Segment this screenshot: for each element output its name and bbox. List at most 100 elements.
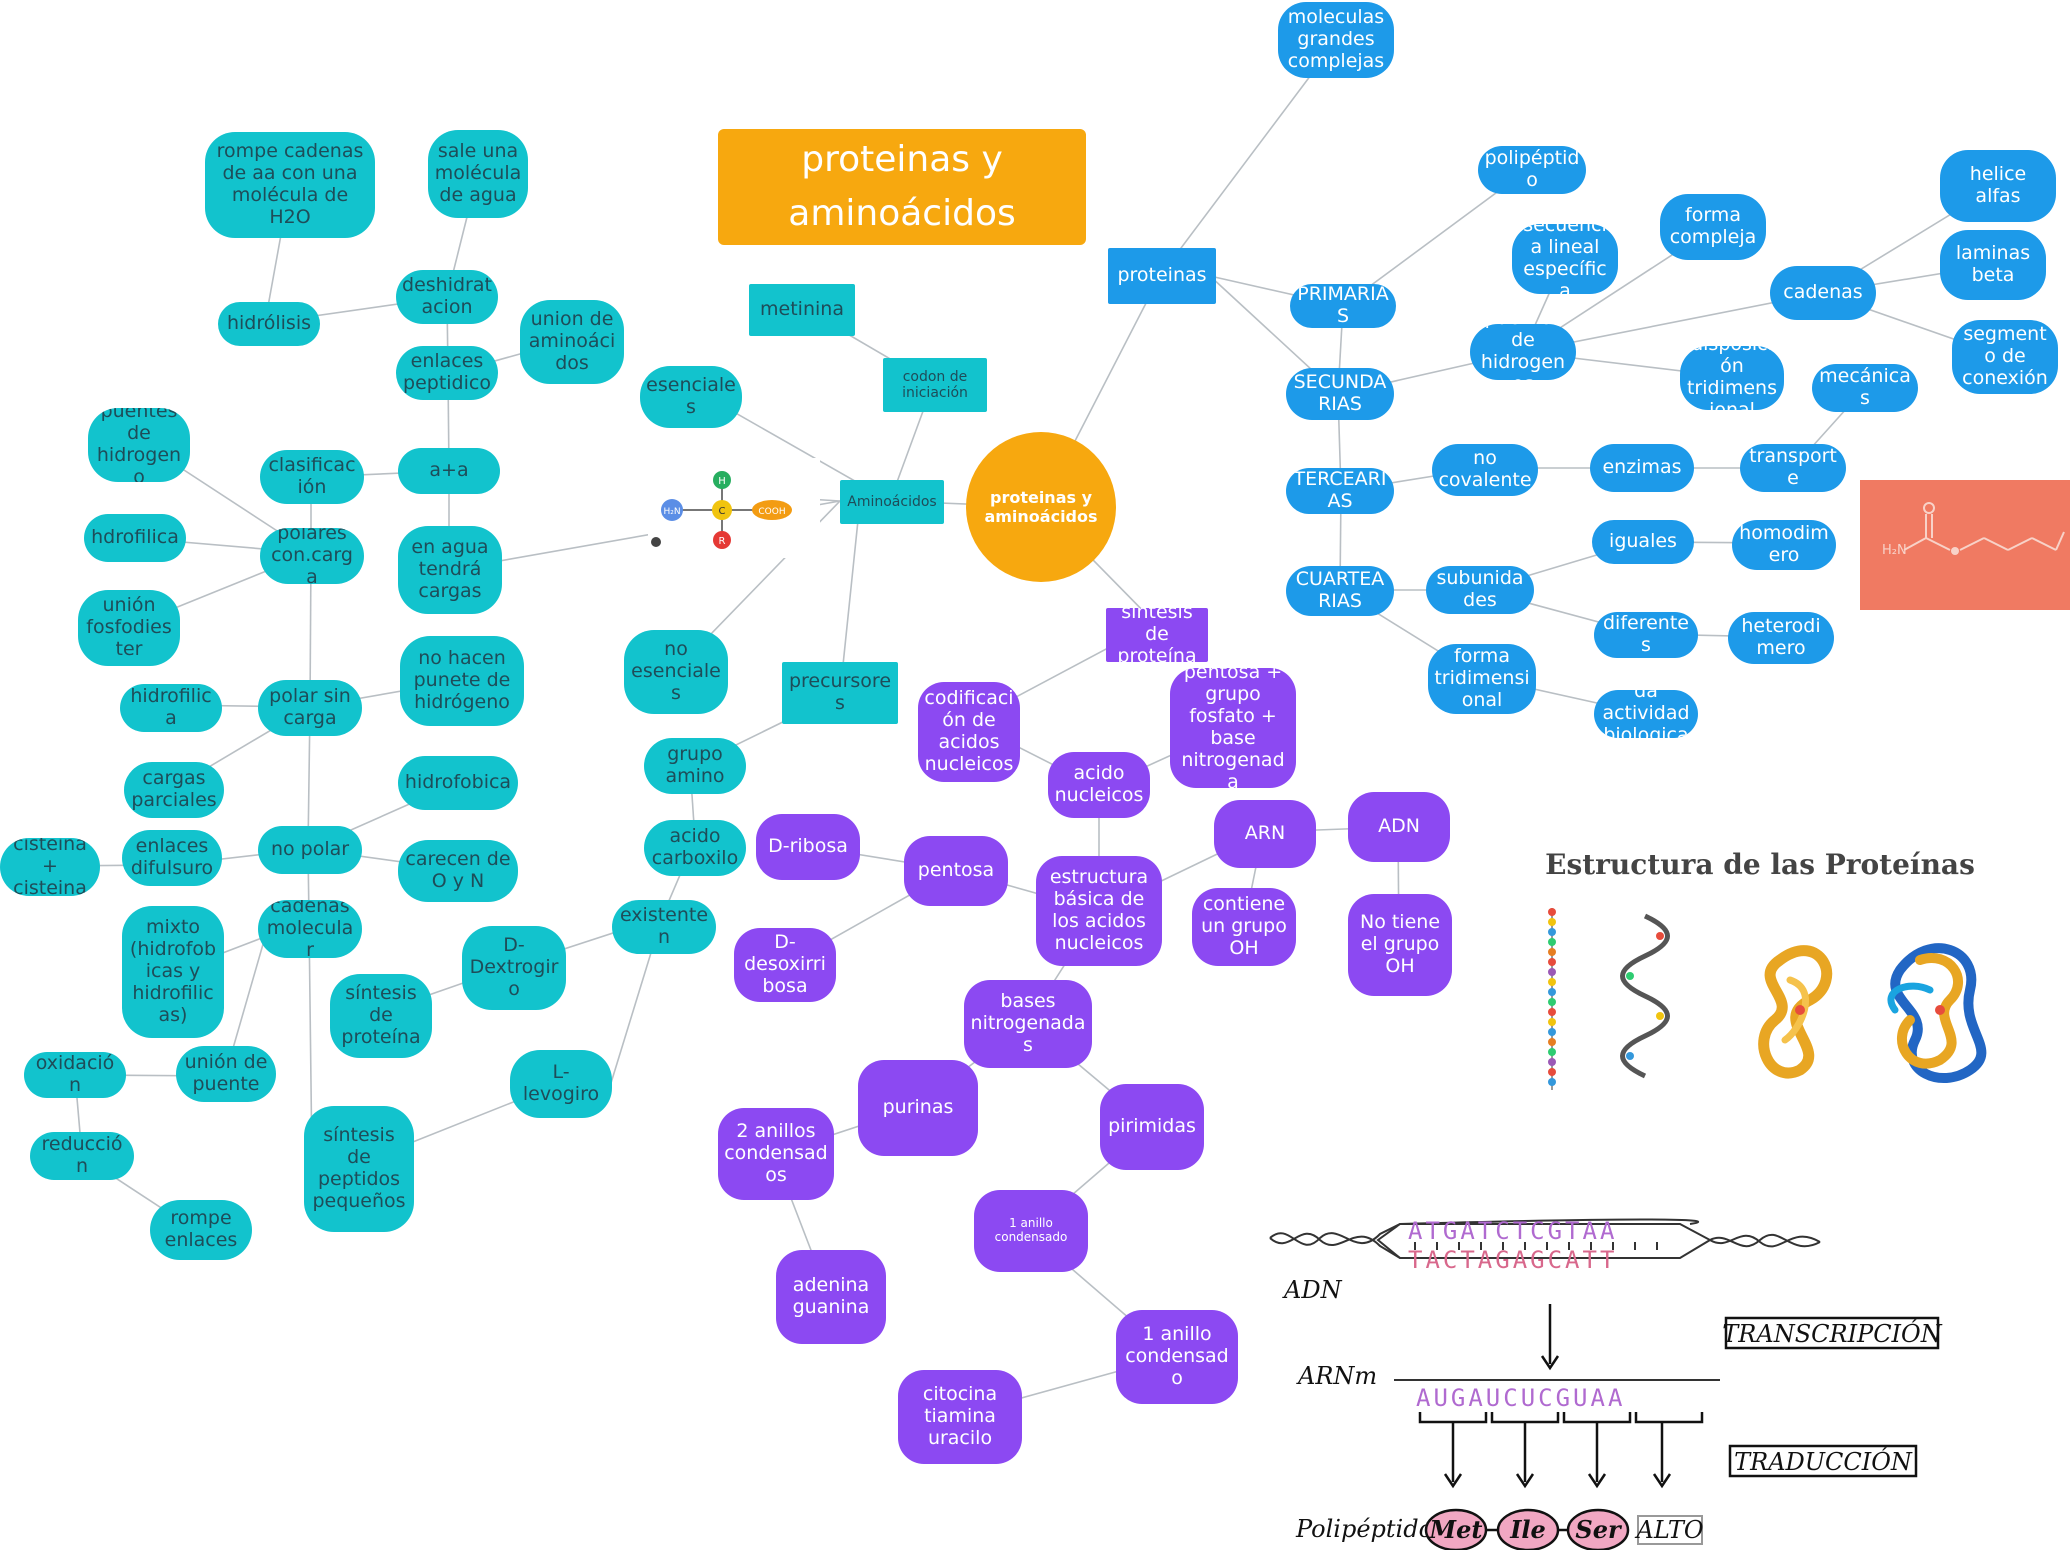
node-hidrolisis[interactable]: hidrólisis — [218, 302, 320, 346]
node-polares-con-carga[interactable]: polares con.carga — [260, 528, 364, 584]
node-pentosa-grupo-fosfato[interactable]: pentosa + grupo fosfato + base nitrogena… — [1170, 668, 1296, 788]
node-adn[interactable]: ADN — [1348, 792, 1450, 862]
node-forma-compleja[interactable]: forma compleja — [1660, 194, 1766, 260]
node-rompe-enlaces[interactable]: rompe enlaces — [150, 1200, 252, 1260]
amine-group-label: H₂N — [1882, 543, 1907, 558]
node-polipeptido[interactable]: polipéptido — [1478, 146, 1586, 194]
node-primarias[interactable]: PRIMARIAS — [1290, 284, 1396, 328]
node-transporte[interactable]: transporte — [1740, 444, 1846, 492]
node-sintesis-peptidos[interactable]: síntesis de peptidos pequeños — [304, 1106, 414, 1232]
node-hidrofobica[interactable]: hidrofobica — [398, 756, 518, 810]
node-adenina-guanina[interactable]: adenina guanina — [776, 1250, 886, 1344]
node-estructura-basica[interactable]: estructura básica de los acidos nucleico… — [1036, 856, 1162, 966]
node-cargas-parciales[interactable]: cargas parciales — [124, 762, 224, 818]
node-puentes-hidrogenos[interactable]: puentes de hidrogenos — [1470, 324, 1576, 380]
node-clasificacion[interactable]: clasificación — [260, 450, 364, 504]
mrna-strand: AUGAUCUCGUAA — [1416, 1384, 1625, 1412]
node-1-anillo-condensado[interactable]: 1 anillo condensado — [1116, 1310, 1238, 1404]
node-no-hacen-puente[interactable]: no hacen punete de hidrógeno — [400, 636, 524, 726]
node-sale-una-molecula[interactable]: sale una molécula de agua — [428, 130, 528, 218]
secondary-structure-icon — [1620, 913, 1670, 1079]
node-pentosa[interactable]: pentosa — [904, 836, 1008, 906]
central-topic-node[interactable]: proteinas y aminoácidos — [966, 432, 1116, 582]
node-metinina[interactable]: metinina — [749, 284, 855, 336]
node-polar-sin-carga[interactable]: polar sin carga — [258, 680, 362, 736]
node-subunidades[interactable]: subunidades — [1426, 566, 1534, 614]
node-union-fosfodiester[interactable]: unión fosfodiester — [78, 590, 180, 666]
label-arnm: ARNm — [1296, 1362, 1377, 1390]
node-no-tiene-grupo-oh[interactable]: No tiene el grupo OH — [1348, 894, 1452, 996]
node-union-de-puente[interactable]: unión de puente — [176, 1046, 276, 1102]
node-enzimas[interactable]: enzimas — [1590, 444, 1694, 492]
protein-structure-title: Estructura de las Proteínas — [1545, 848, 1975, 881]
amino-ser: Ser — [1575, 1515, 1623, 1544]
node-codon-iniciacion[interactable]: codon de iniciación — [883, 358, 987, 412]
node-d-dextrogiro[interactable]: D- Dextrogiro — [462, 926, 566, 1010]
node-diferentes[interactable]: diferentes — [1594, 612, 1698, 658]
node-codificacion-acidos[interactable]: codificación de acidos nucleicos — [918, 682, 1020, 782]
node-precursores[interactable]: precursores — [782, 662, 898, 724]
carboxyl-label: COOH — [758, 507, 785, 517]
node-arn[interactable]: ARN — [1214, 800, 1316, 868]
node-terciarias[interactable]: TERCEARIAS — [1286, 468, 1394, 514]
node-cisteina[interactable]: cisteina + cisteina — [0, 838, 100, 896]
node-secuencia-lineal[interactable]: secuencia lineal específica — [1512, 224, 1618, 294]
node-deshidratacion[interactable]: deshidratacion — [396, 270, 498, 324]
node-secundarias[interactable]: SECUNDARIAS — [1286, 368, 1394, 420]
node-contiene-grupo-oh[interactable]: contiene un grupo OH — [1192, 888, 1296, 966]
node-iguales[interactable]: iguales — [1592, 520, 1694, 564]
node-1-anillo-small[interactable]: 1 anillo condensado — [974, 1190, 1088, 1272]
node-sintesis-proteina-left[interactable]: síntesis de proteína — [330, 974, 432, 1058]
carbon-label: C — [719, 506, 726, 517]
node-cuartearias[interactable]: CUARTEARIAS — [1286, 566, 1394, 616]
node-no-esenciales[interactable]: no esenciales — [624, 630, 728, 714]
node-enlaces-no-covalentes[interactable]: enlaces no covalentes — [1432, 444, 1538, 496]
node-hidrofilica-2[interactable]: hidrofilica — [120, 684, 222, 732]
node-mecanicas[interactable]: mecánicas — [1812, 364, 1918, 412]
node-esenciales[interactable]: esenciales — [640, 366, 742, 428]
node-segmento-conexion[interactable]: segmento de conexión — [1952, 320, 2058, 394]
node-moleculas-grandes[interactable]: moleculas grandes complejas — [1278, 2, 1394, 78]
node-heterodimero[interactable]: heterodimero — [1728, 612, 1834, 664]
node-cadenas[interactable]: cadenas — [1770, 266, 1876, 320]
node-existenten[interactable]: existenten — [612, 900, 716, 954]
node-aminoacidos[interactable]: Aminoácidos — [840, 480, 944, 524]
node-proteinas[interactable]: proteinas — [1108, 248, 1216, 304]
node-helice-alfas[interactable]: helice alfas — [1940, 150, 2056, 222]
node-citocina-tiamina-uracilo[interactable]: citocina tiamina uracilo — [898, 1370, 1022, 1464]
node-bases-nitrogenadas[interactable]: bases nitrogenadas — [964, 980, 1092, 1068]
node-oxidacion[interactable]: oxidación — [24, 1052, 126, 1098]
node-enlaces-peptidico[interactable]: enlaces peptidico — [396, 346, 498, 400]
node-enlaces-difulsuro[interactable]: enlaces difulsuro — [122, 830, 222, 886]
node-sintesis-proteina[interactable]: síntesis de proteína — [1106, 608, 1208, 662]
node-puentes-hidrogeno-left[interactable]: puentes de hidrogeno — [88, 408, 190, 482]
node-purinas[interactable]: purinas — [858, 1060, 978, 1156]
primary-structure-icon — [1548, 908, 1556, 1090]
node-grupo-amino[interactable]: grupo amino — [644, 738, 746, 794]
node-2-anillos-condensados[interactable]: 2 anillos condensados — [718, 1108, 834, 1200]
node-cadenas-molecular[interactable]: cadenas molecular — [258, 900, 362, 958]
node-en-agua-cargas[interactable]: en agua tendrá cargas — [398, 526, 502, 614]
node-acido-nucleicos[interactable]: acido nucleicos — [1048, 752, 1150, 818]
node-homodimero[interactable]: homodimero — [1732, 520, 1836, 570]
node-a-mas-a[interactable]: a+a — [398, 448, 500, 494]
node-acido-carboxilo[interactable]: acido carboxilo — [644, 820, 746, 876]
node-l-levogiro[interactable]: L-levogiro — [510, 1050, 612, 1118]
node-pirimidas[interactable]: pirimidas — [1100, 1084, 1204, 1170]
node-d-desoxirribosa[interactable]: D- desoxirribosa — [734, 928, 836, 1002]
node-union-aminoacidos[interactable]: union de aminoácidos — [520, 300, 624, 384]
node-forma-tridimensional[interactable]: forma tridimensional — [1428, 644, 1536, 714]
node-rompe-cadenas[interactable]: rompe cadenas de aa con una molécula de … — [205, 132, 375, 238]
node-da-actividad-biologica[interactable]: da actividad biologica — [1594, 690, 1698, 738]
node-disposicion-tridimensional[interactable]: disposición tridimensional — [1680, 346, 1784, 410]
node-no-polar[interactable]: no polar — [258, 826, 362, 874]
node-carecen-o-n[interactable]: carecen de O y N — [398, 840, 518, 902]
stop-codon-alto: ALTO — [1635, 1516, 1704, 1544]
chemical-structure-fragment: H₂N — [1860, 480, 2070, 610]
node-reduccion[interactable]: reducción — [30, 1132, 134, 1180]
node-hidrofilica-1[interactable]: hdrofilica — [84, 514, 186, 562]
dna-top-strand: ATGATCTCGTAA — [1408, 1217, 1617, 1245]
node-d-ribosa[interactable]: D-ribosa — [756, 814, 860, 880]
node-mixto[interactable]: mixto (hidrofobicas y hidrofilicas) — [122, 906, 224, 1038]
node-laminas-beta[interactable]: laminas beta — [1940, 230, 2046, 300]
